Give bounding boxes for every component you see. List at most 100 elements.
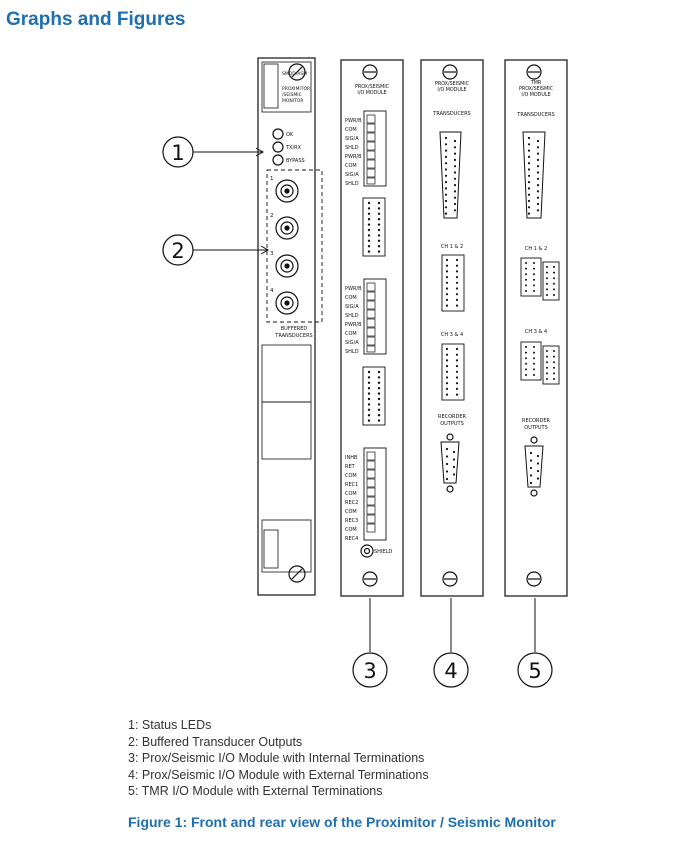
pin-dot bbox=[525, 374, 527, 376]
pin-dot bbox=[444, 193, 448, 196]
pin-dot bbox=[527, 199, 531, 203]
pin-dot bbox=[377, 376, 381, 379]
pin-dot bbox=[546, 378, 548, 380]
pin-dot bbox=[527, 193, 531, 196]
db25-connector-icon bbox=[522, 131, 546, 219]
pin-dot bbox=[536, 146, 540, 149]
pin-dot bbox=[445, 304, 449, 307]
pin-dot bbox=[453, 202, 457, 206]
header-connector-icon bbox=[520, 257, 542, 297]
pin-dot bbox=[445, 387, 449, 390]
panel-5-header-2: PROX/SEISMIC bbox=[519, 86, 554, 92]
pin-dot bbox=[377, 414, 381, 417]
pin-dot bbox=[546, 266, 548, 268]
pin-dot bbox=[546, 372, 548, 375]
svg-text:SHLD: SHLD bbox=[345, 181, 359, 187]
pin-dot bbox=[445, 365, 449, 368]
pin-dot bbox=[455, 387, 459, 390]
pin-dot bbox=[525, 357, 527, 360]
pin-dot bbox=[367, 376, 371, 379]
svg-text:COM: COM bbox=[345, 163, 357, 169]
pin-dot bbox=[367, 414, 371, 417]
header-connector-icon bbox=[441, 254, 465, 312]
terminal-block-2 bbox=[363, 278, 387, 355]
pin-dot bbox=[444, 174, 448, 177]
channel-4-label: 4 bbox=[270, 288, 274, 294]
pin-dot bbox=[377, 387, 381, 390]
pin-dot bbox=[533, 374, 535, 376]
pin-dot bbox=[445, 264, 449, 267]
panel-4-ch12: CH 1 & 2 bbox=[441, 244, 463, 250]
legend-item-4: 4: Prox/Seismic I/O Module with External… bbox=[128, 767, 429, 782]
pin-dot bbox=[533, 273, 535, 276]
panel-5-recorder: RECORDER bbox=[522, 418, 551, 424]
pin-dot bbox=[367, 392, 371, 395]
pin-dot bbox=[455, 393, 459, 396]
svg-text:RET: RET bbox=[345, 464, 356, 470]
panel-1-header: SMOD/ASM bbox=[282, 71, 307, 77]
pin-dot bbox=[527, 181, 531, 184]
pin-dot bbox=[536, 469, 540, 473]
pin-dot bbox=[453, 177, 457, 180]
pin-dot bbox=[525, 273, 527, 276]
pin-dot bbox=[546, 282, 548, 285]
pin-dot bbox=[546, 288, 548, 291]
pin-dot bbox=[444, 206, 448, 209]
pin-dot bbox=[527, 174, 531, 177]
pin-dot bbox=[453, 139, 457, 143]
pin-dot bbox=[529, 466, 533, 470]
led-ok-label: OK bbox=[286, 132, 294, 138]
pin-dot bbox=[367, 387, 371, 390]
pin-dot bbox=[455, 287, 459, 290]
legend-item-5: 5: TMR I/O Module with External Terminat… bbox=[128, 784, 383, 799]
screw-icon bbox=[288, 63, 306, 81]
pin-dot bbox=[445, 470, 449, 473]
svg-text:SHLD: SHLD bbox=[345, 313, 359, 319]
pin-dot bbox=[453, 184, 457, 187]
svg-text:COM: COM bbox=[345, 491, 357, 497]
pin-dot bbox=[553, 277, 555, 280]
pin-dot bbox=[452, 450, 456, 454]
svg-text:COM: COM bbox=[345, 331, 357, 337]
pin-dot bbox=[377, 370, 381, 374]
pin-dot bbox=[553, 266, 555, 268]
screw-icon bbox=[526, 64, 542, 80]
pin-dot bbox=[527, 212, 531, 215]
transducers-label: TRANSDUCERS bbox=[274, 333, 312, 339]
callout-5-circle bbox=[517, 652, 553, 688]
svg-text:REC3: REC3 bbox=[345, 518, 358, 524]
callout-4-label: 4 bbox=[444, 659, 457, 683]
pin-dot bbox=[455, 304, 459, 307]
pin-dot bbox=[553, 350, 555, 352]
pin-dot bbox=[445, 382, 449, 385]
pin-dot bbox=[367, 228, 371, 232]
pin-dot bbox=[367, 212, 371, 215]
pin-dot bbox=[377, 381, 381, 384]
pin-dot bbox=[367, 250, 371, 253]
callout-3-label: 3 bbox=[363, 659, 376, 683]
led-bypass-icon bbox=[272, 154, 284, 166]
legend-item-2: 2: Buffered Transducer Outputs bbox=[128, 734, 303, 749]
pin-dot bbox=[377, 408, 381, 411]
pin-dot bbox=[536, 171, 540, 174]
led-bypass-label: BYPASS bbox=[286, 158, 305, 164]
pin-dot bbox=[553, 372, 555, 375]
pin-dot bbox=[546, 361, 548, 364]
pin-dot bbox=[536, 177, 540, 180]
channel-1-label: 1 bbox=[270, 176, 274, 182]
header-connector-icon bbox=[441, 343, 465, 401]
pin-dot bbox=[377, 392, 381, 395]
svg-text:PWR/B: PWR/B bbox=[345, 154, 362, 160]
pin-dot bbox=[527, 143, 531, 146]
pin-dot bbox=[377, 201, 381, 205]
pin-dot bbox=[445, 477, 449, 481]
channel-2-label: 2 bbox=[270, 213, 274, 219]
section-title: Graphs and Figures bbox=[6, 9, 186, 30]
pin-dot bbox=[527, 149, 531, 152]
pin-dot bbox=[533, 357, 535, 360]
pin-dot bbox=[536, 196, 540, 199]
panel-5-outputs: OUTPUTS bbox=[524, 425, 548, 431]
pin-dot bbox=[553, 288, 555, 291]
pin-dot bbox=[455, 258, 459, 262]
panel-4-transducers: TRANSDUCERS bbox=[432, 111, 470, 117]
